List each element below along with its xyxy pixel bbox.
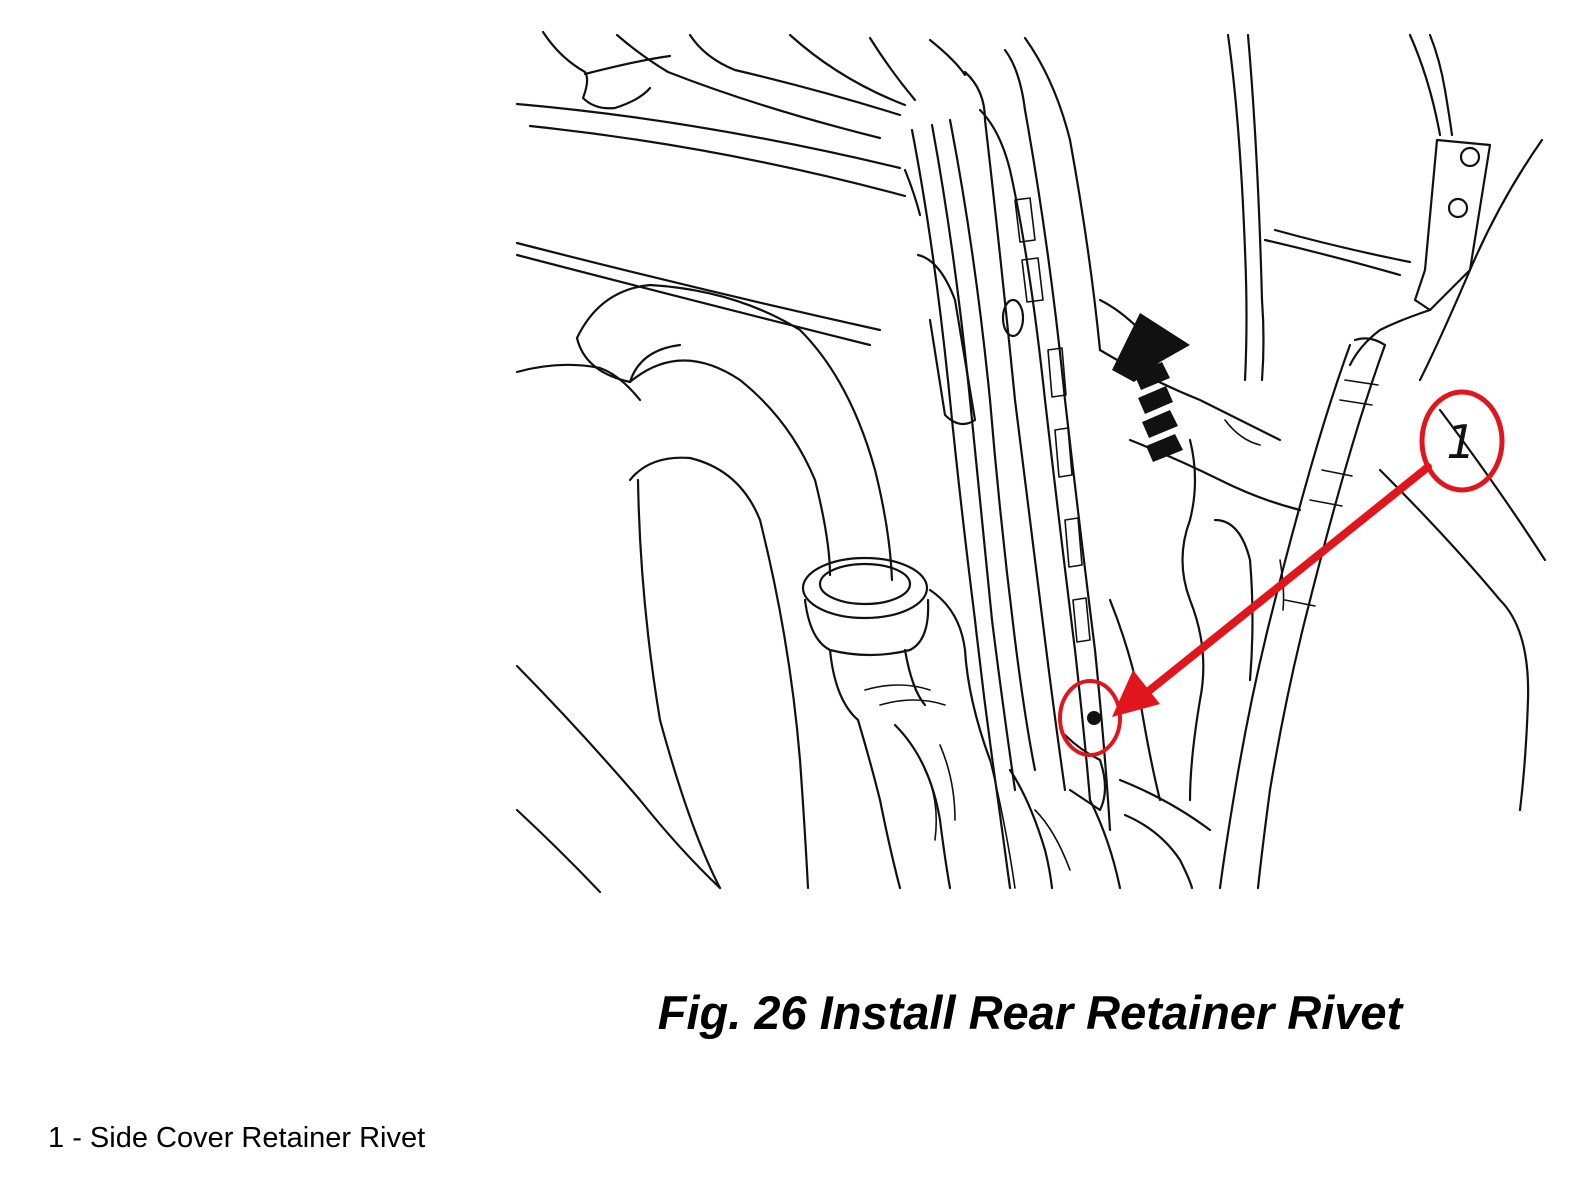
seat-and-headrest-support <box>515 283 992 894</box>
rivet-icon <box>1087 711 1101 725</box>
callout-arrowhead-icon <box>1112 670 1160 717</box>
dashed-up-arrow-icon <box>1112 313 1190 462</box>
callout-legend: 1 - Side Cover Retainer Rivet <box>48 1122 425 1155</box>
door-frame <box>1098 33 1547 890</box>
rivet-target-ring <box>1058 679 1122 757</box>
legend-item-separator: - <box>64 1122 90 1154</box>
legend-item-label: Side Cover Retainer Rivet <box>89 1122 426 1154</box>
callout-1: 1 <box>1058 389 1505 757</box>
pillar-trim <box>910 36 1122 890</box>
legend-item-number: 1 <box>48 1122 65 1154</box>
callout-leader-line <box>1146 463 1432 694</box>
callout-number-circle <box>1419 389 1505 493</box>
roof-frame-lines <box>515 30 967 347</box>
legend-item: 1 - Side Cover Retainer Rivet <box>48 1122 425 1155</box>
callout-number: 1 <box>1446 415 1475 469</box>
figure-caption: Fig. 26 Install Rear Retainer Rivet <box>657 986 1403 1039</box>
